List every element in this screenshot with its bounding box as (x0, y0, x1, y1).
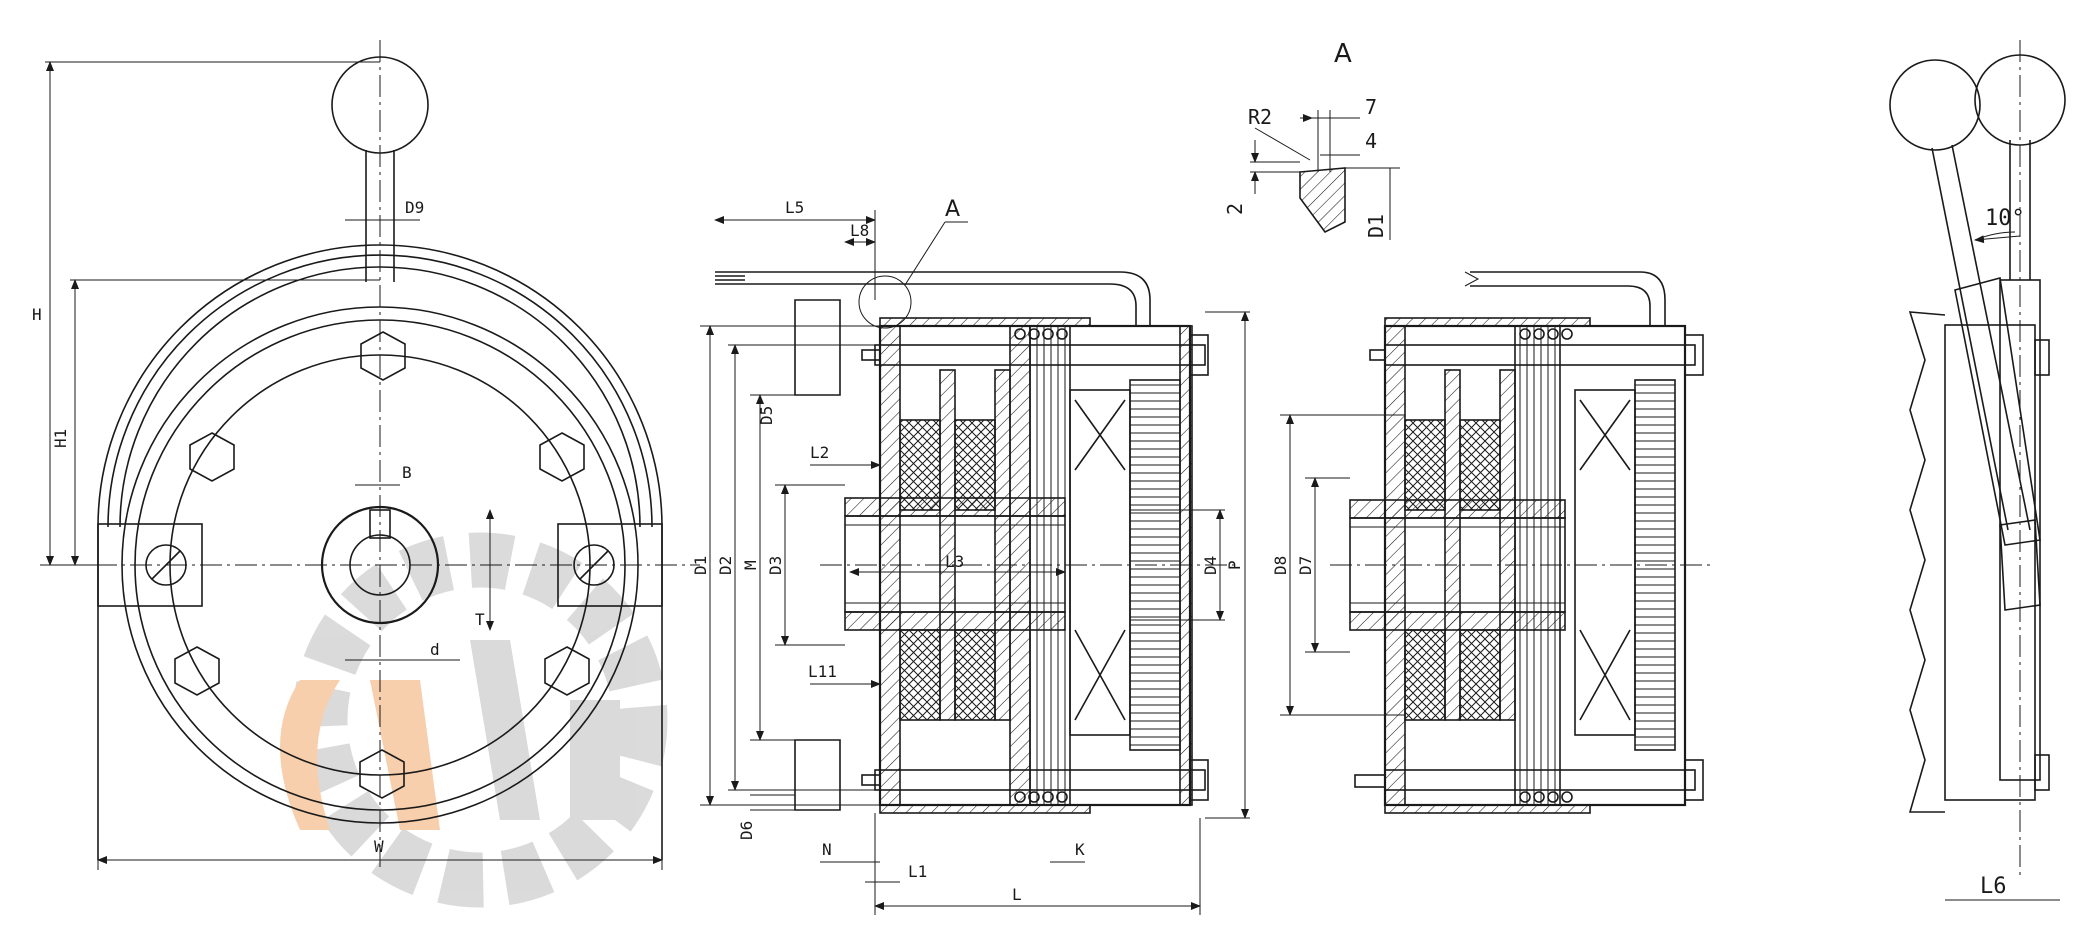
dim-d: d (430, 640, 440, 659)
dim-d7: D7 (1296, 556, 1315, 575)
dim-p: P (1225, 560, 1244, 570)
detail-view-a: A R2 7 4 2 D1 (1223, 39, 1400, 240)
bolt-hexes (174, 331, 590, 799)
detail-2: 2 (1223, 203, 1247, 215)
dim-l8: L8 (850, 221, 869, 240)
dim-b: B (402, 463, 412, 482)
detail-4: 4 (1365, 129, 1377, 153)
dim-d9: D9 (405, 198, 424, 217)
section-view: L5 L8 A L2 L3 L11 D1 D2 M D3 D4 P D5 D6 … (691, 197, 1250, 915)
dim-k: K (1075, 840, 1085, 859)
dim-l2: L2 (810, 443, 829, 462)
dim-h: H (32, 305, 42, 324)
side-angle: 10° (1985, 206, 2025, 231)
dim-l6: L6 (1980, 874, 2007, 899)
dim-w: W (374, 837, 384, 856)
dim-d5: D5 (757, 406, 776, 425)
cable (715, 271, 1151, 326)
detail-r2: R2 (1248, 105, 1272, 129)
dim-m: M (741, 560, 760, 570)
detail-d1: D1 (1364, 214, 1388, 238)
dim-d2: D2 (716, 556, 735, 575)
side-view: 10° L6 (1889, 40, 2066, 901)
dim-t: T (475, 610, 485, 629)
dim-d3: D3 (766, 556, 785, 575)
detail-ref-a: A (945, 197, 960, 222)
dim-l: L (1012, 885, 1022, 904)
dim-l1: L1 (908, 862, 927, 881)
watermark-logo (280, 532, 668, 908)
dim-l3: L3 (945, 552, 964, 571)
dim-d8: D8 (1271, 556, 1290, 575)
dim-n: N (822, 840, 832, 859)
detail-title: A (1334, 39, 1352, 69)
front-view: H H1 D9 B T d W (32, 40, 700, 870)
dim-h1: H1 (51, 429, 70, 448)
dim-d4: D4 (1201, 556, 1220, 575)
dim-l5: L5 (785, 198, 804, 217)
dim-l11: L11 (808, 662, 837, 681)
dim-d6: D6 (737, 821, 756, 840)
detail-7: 7 (1365, 95, 1377, 119)
side-knob-a (1889, 59, 1981, 151)
second-section-view: D8 D7 (1271, 271, 1715, 814)
dim-d1: D1 (691, 556, 710, 575)
